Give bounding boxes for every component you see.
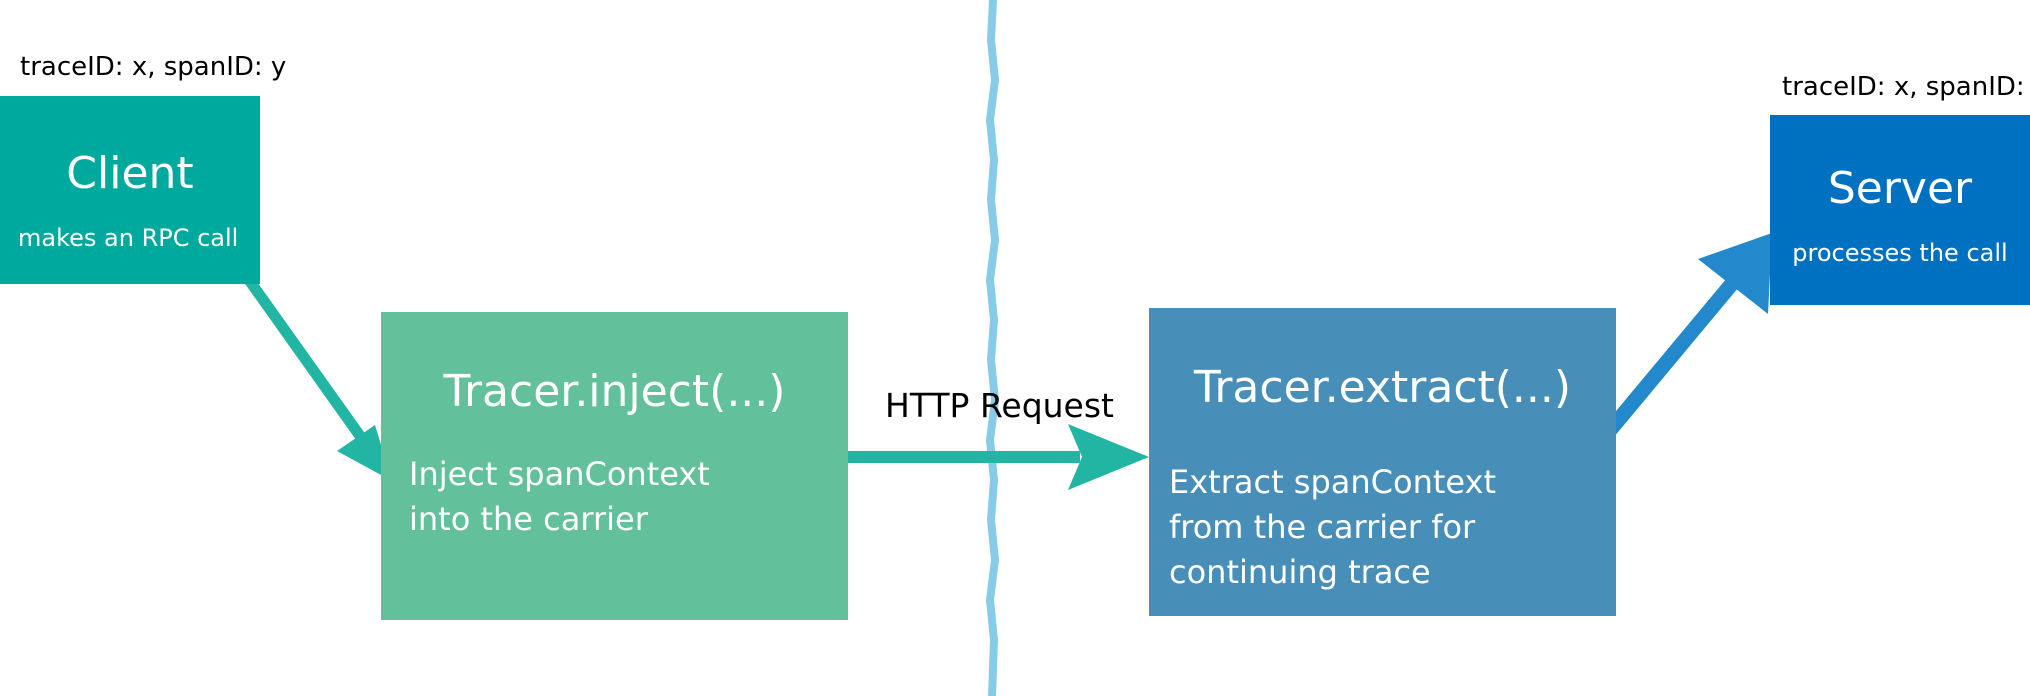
client-description: makes an RPC call (18, 224, 239, 252)
inject-box: Tracer.inject(...) Inject spanContext in… (381, 312, 848, 620)
extract-description: Extract spanContext from the carrier for… (1169, 463, 1497, 591)
inject-description: Inject spanContext into the carrier (409, 455, 710, 538)
client-box: Client makes an RPC call (0, 96, 260, 284)
client-to-inject-arrowhead (337, 425, 392, 481)
client-to-inject-arrow-shaft (227, 252, 375, 454)
http-request-arrowhead (1068, 424, 1149, 490)
server-box: Server processes the call (1770, 115, 2030, 305)
extract-to-server-arrowhead (1698, 233, 1772, 314)
client-title: Client (66, 148, 194, 199)
server-description: processes the call (1792, 239, 2008, 267)
inject-title: Tracer.inject(...) (443, 366, 786, 417)
client-trace-label: traceID: x, spanID: y (20, 52, 287, 82)
server-trace-label: traceID: x, spanID: z (1782, 72, 2030, 102)
http-request-label: HTTP Request (885, 386, 1114, 425)
network-divider (985, 0, 1000, 696)
extract-box: Tracer.extract(...) Extract spanContext … (1149, 308, 1616, 616)
server-title: Server (1827, 163, 1973, 214)
extract-title: Tracer.extract(...) (1193, 362, 1572, 413)
